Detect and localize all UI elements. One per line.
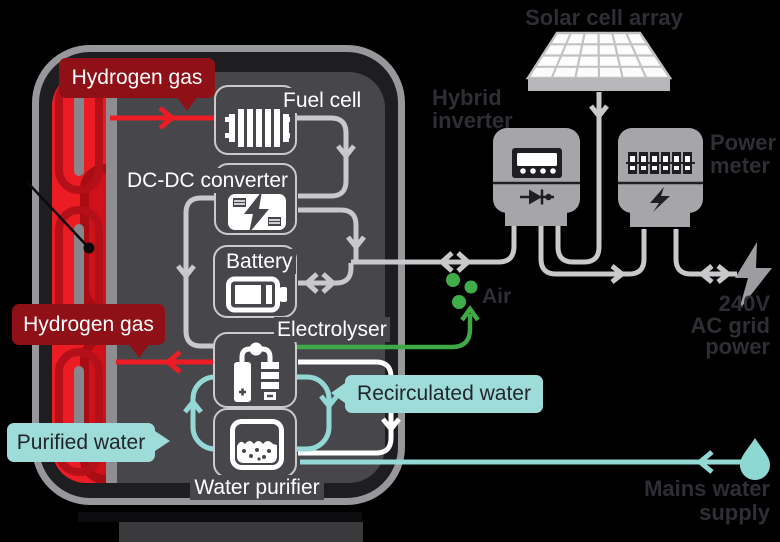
grid-power-label: 240V AC grid power [690, 291, 770, 359]
arrow-right [716, 264, 733, 284]
arrow-left [438, 251, 454, 273]
hydrogen-gas-bottom-callout: Hydrogen gas [12, 304, 165, 345]
power-meter-device [618, 128, 703, 213]
callout-pointer-down [128, 343, 150, 358]
meter-face [618, 152, 703, 212]
inverter-screen [517, 153, 557, 166]
enclosure-base-gray [119, 522, 363, 542]
mains-water-label: Mains water supply [644, 476, 770, 525]
enclosure-door-edge [104, 72, 117, 483]
recirculated-water-callout: Recirculated water [345, 375, 543, 413]
hydride-vessel-bank [52, 72, 106, 483]
arrow-left [697, 264, 714, 284]
power-meter-label: Power meter [710, 130, 777, 178]
arrow-right [456, 251, 472, 273]
meter-connector-block [630, 212, 690, 227]
grid-power-bolt-icon [735, 242, 772, 310]
bolt-icon [650, 187, 670, 212]
hydride-vessel [55, 348, 103, 476]
meter-digits [628, 152, 692, 174]
diode-icon [520, 189, 554, 205]
arrow-down [589, 104, 609, 121]
hybrid-inverter-device [493, 128, 580, 213]
hybrid-inverter-label: Hybrid inverter [432, 85, 513, 133]
hydrogen-gas-top-callout: Hydrogen gas [59, 58, 215, 98]
purified-water-callout: Purified water [7, 423, 155, 462]
arrow-up [460, 305, 480, 322]
water-drop-icon [740, 438, 770, 480]
solar-panel-graphic [525, 31, 673, 91]
inverter-face [493, 148, 580, 205]
callout-pointer-left [331, 383, 345, 403]
air-bubble [446, 273, 460, 287]
enclosure-base-dark [78, 512, 362, 522]
arrow-left [696, 450, 714, 474]
solar-array-label: Solar cell array [525, 5, 683, 30]
arrow-right [610, 264, 627, 284]
callout-pointer-down [176, 96, 198, 111]
air-bubble [452, 295, 466, 309]
callout-pointer-right [155, 431, 170, 451]
air-label: Air [482, 285, 512, 308]
inverter-connector-block [505, 212, 567, 226]
air-bubble [464, 280, 478, 294]
